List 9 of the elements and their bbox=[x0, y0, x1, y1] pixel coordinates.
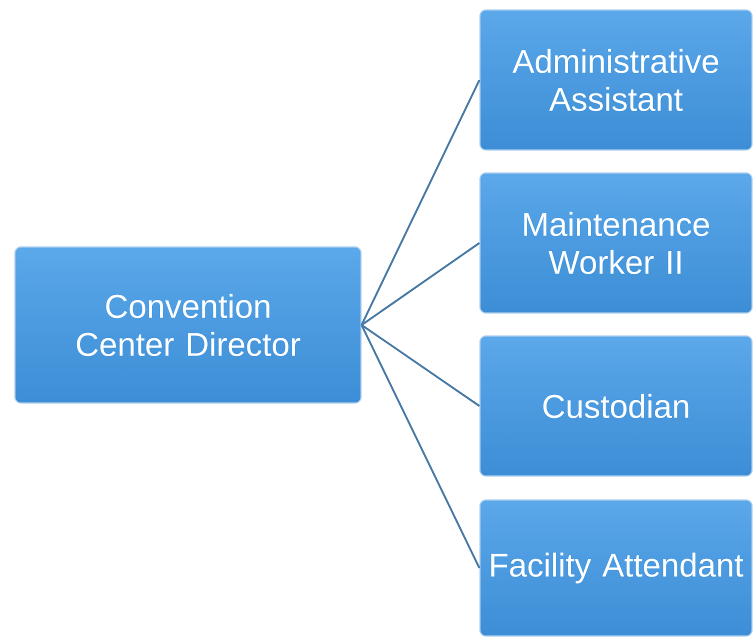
role-box: Convention Center Director bbox=[14, 246, 362, 404]
role-box: Maintenance Worker II bbox=[479, 172, 753, 314]
role-box: Custodian bbox=[479, 335, 753, 477]
connector-line bbox=[361, 242, 480, 326]
role-box: Administrative Assistant bbox=[479, 9, 753, 151]
role-box: Facility Attendant bbox=[479, 499, 753, 637]
connector-line bbox=[361, 324, 480, 407]
connector-line bbox=[360, 80, 480, 326]
connector-line bbox=[360, 324, 480, 568]
